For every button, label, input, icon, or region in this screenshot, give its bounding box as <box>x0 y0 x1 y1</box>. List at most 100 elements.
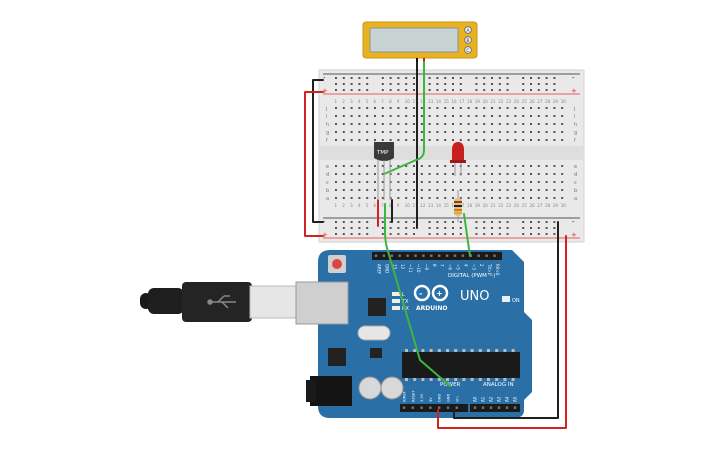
rail-hole[interactable] <box>381 233 384 235</box>
breadboard-hole[interactable] <box>475 189 478 191</box>
rail-hole[interactable] <box>545 89 548 91</box>
rail-hole[interactable] <box>498 233 501 235</box>
breadboard-hole[interactable] <box>530 197 532 199</box>
rail-hole[interactable] <box>537 77 540 79</box>
breadboard-hole[interactable] <box>350 197 353 199</box>
rail-hole[interactable] <box>413 227 415 229</box>
rail-hole[interactable] <box>498 83 501 85</box>
rail-hole[interactable] <box>366 77 369 79</box>
rail-hole[interactable] <box>366 227 369 229</box>
rail-hole[interactable] <box>366 89 369 91</box>
analog-pin-hole[interactable] <box>473 406 477 409</box>
rail-hole[interactable] <box>444 89 447 91</box>
breadboard-hole[interactable] <box>506 181 509 183</box>
digital-pin-hole[interactable] <box>382 254 386 257</box>
rail-hole[interactable] <box>491 77 493 79</box>
breadboard-hole[interactable] <box>498 173 501 175</box>
breadboard[interactable]: - - + + - - + + 112233445566778899101011… <box>318 69 585 243</box>
rail-hole[interactable] <box>405 77 408 79</box>
breadboard-hole[interactable] <box>335 123 337 125</box>
breadboard-hole[interactable] <box>358 131 361 133</box>
power-pin-hole[interactable] <box>429 406 432 409</box>
breadboard-hole[interactable] <box>444 115 447 117</box>
rail-hole[interactable] <box>413 233 415 235</box>
rail-hole[interactable] <box>498 221 501 223</box>
breadboard-hole[interactable] <box>483 181 486 183</box>
rail-hole[interactable] <box>342 227 345 229</box>
breadboard-hole[interactable] <box>366 165 369 167</box>
breadboard-hole[interactable] <box>459 107 462 109</box>
breadboard-hole[interactable] <box>358 189 361 191</box>
analog-header[interactable] <box>470 404 520 412</box>
breadboard-hole[interactable] <box>553 115 556 117</box>
rail-hole[interactable] <box>413 83 415 85</box>
breadboard-hole[interactable] <box>420 131 423 133</box>
breadboard-hole[interactable] <box>405 115 408 117</box>
breadboard-hole[interactable] <box>514 197 517 199</box>
breadboard-hole[interactable] <box>483 123 486 125</box>
breadboard-hole[interactable] <box>335 165 337 167</box>
wire-sensor-to-a0[interactable] <box>384 203 451 387</box>
rail-hole[interactable] <box>358 83 361 85</box>
breadboard-hole[interactable] <box>452 123 454 125</box>
rail-hole[interactable] <box>553 83 556 85</box>
breadboard-hole[interactable] <box>491 189 493 191</box>
rail-hole[interactable] <box>483 227 486 229</box>
rail-hole[interactable] <box>475 227 478 229</box>
breadboard-hole[interactable] <box>436 131 439 133</box>
breadboard-hole[interactable] <box>366 173 369 175</box>
rail-hole[interactable] <box>452 77 454 79</box>
breadboard-hole[interactable] <box>405 107 408 109</box>
breadboard-hole[interactable] <box>498 189 501 191</box>
breadboard-hole[interactable] <box>506 123 509 125</box>
rail-hole[interactable] <box>436 77 439 79</box>
breadboard-hole[interactable] <box>545 189 548 191</box>
rail-hole[interactable] <box>342 77 345 79</box>
breadboard-hole[interactable] <box>444 173 447 175</box>
breadboard-hole[interactable] <box>522 189 525 191</box>
breadboard-hole[interactable] <box>514 131 517 133</box>
breadboard-hole[interactable] <box>545 181 548 183</box>
rail-hole[interactable] <box>452 89 454 91</box>
wire-rail-red-link[interactable] <box>304 91 324 237</box>
rail-hole[interactable] <box>545 227 548 229</box>
rail-hole[interactable] <box>483 89 486 91</box>
breadboard-hole[interactable] <box>428 123 431 125</box>
breadboard-hole[interactable] <box>530 173 532 175</box>
rail-hole[interactable] <box>335 77 337 79</box>
breadboard-hole[interactable] <box>537 139 540 141</box>
breadboard-hole[interactable] <box>467 189 470 191</box>
breadboard-hole[interactable] <box>514 189 517 191</box>
breadboard-hole[interactable] <box>553 197 556 199</box>
breadboard-hole[interactable] <box>374 181 376 183</box>
breadboard-hole[interactable] <box>498 107 501 109</box>
breadboard-hole[interactable] <box>483 107 486 109</box>
breadboard-hole[interactable] <box>436 115 439 117</box>
breadboard-hole[interactable] <box>522 165 525 167</box>
breadboard-holes[interactable] <box>335 77 564 235</box>
breadboard-hole[interactable] <box>389 123 392 125</box>
breadboard-hole[interactable] <box>530 181 532 183</box>
breadboard-hole[interactable] <box>374 165 376 167</box>
breadboard-hole[interactable] <box>452 197 454 199</box>
rail-hole[interactable] <box>350 233 353 235</box>
rail-hole[interactable] <box>459 221 462 223</box>
breadboard-hole[interactable] <box>366 107 369 109</box>
wire-5v-to-rail[interactable] <box>437 235 567 429</box>
breadboard-hole[interactable] <box>498 165 501 167</box>
breadboard-hole[interactable] <box>467 107 470 109</box>
rail-hole[interactable] <box>413 89 415 91</box>
rail-hole[interactable] <box>444 233 447 235</box>
breadboard-hole[interactable] <box>397 115 400 117</box>
breadboard-hole[interactable] <box>374 131 376 133</box>
breadboard-hole[interactable] <box>335 181 337 183</box>
digital-pin-hole[interactable] <box>390 254 393 257</box>
breadboard-hole[interactable] <box>358 107 361 109</box>
rail-hole[interactable] <box>342 83 345 85</box>
breadboard-hole[interactable] <box>545 107 548 109</box>
rail-hole[interactable] <box>553 77 556 79</box>
rail-hole[interactable] <box>405 227 408 229</box>
breadboard-hole[interactable] <box>420 181 423 183</box>
rail-hole[interactable] <box>459 77 462 79</box>
breadboard-hole[interactable] <box>389 173 392 175</box>
